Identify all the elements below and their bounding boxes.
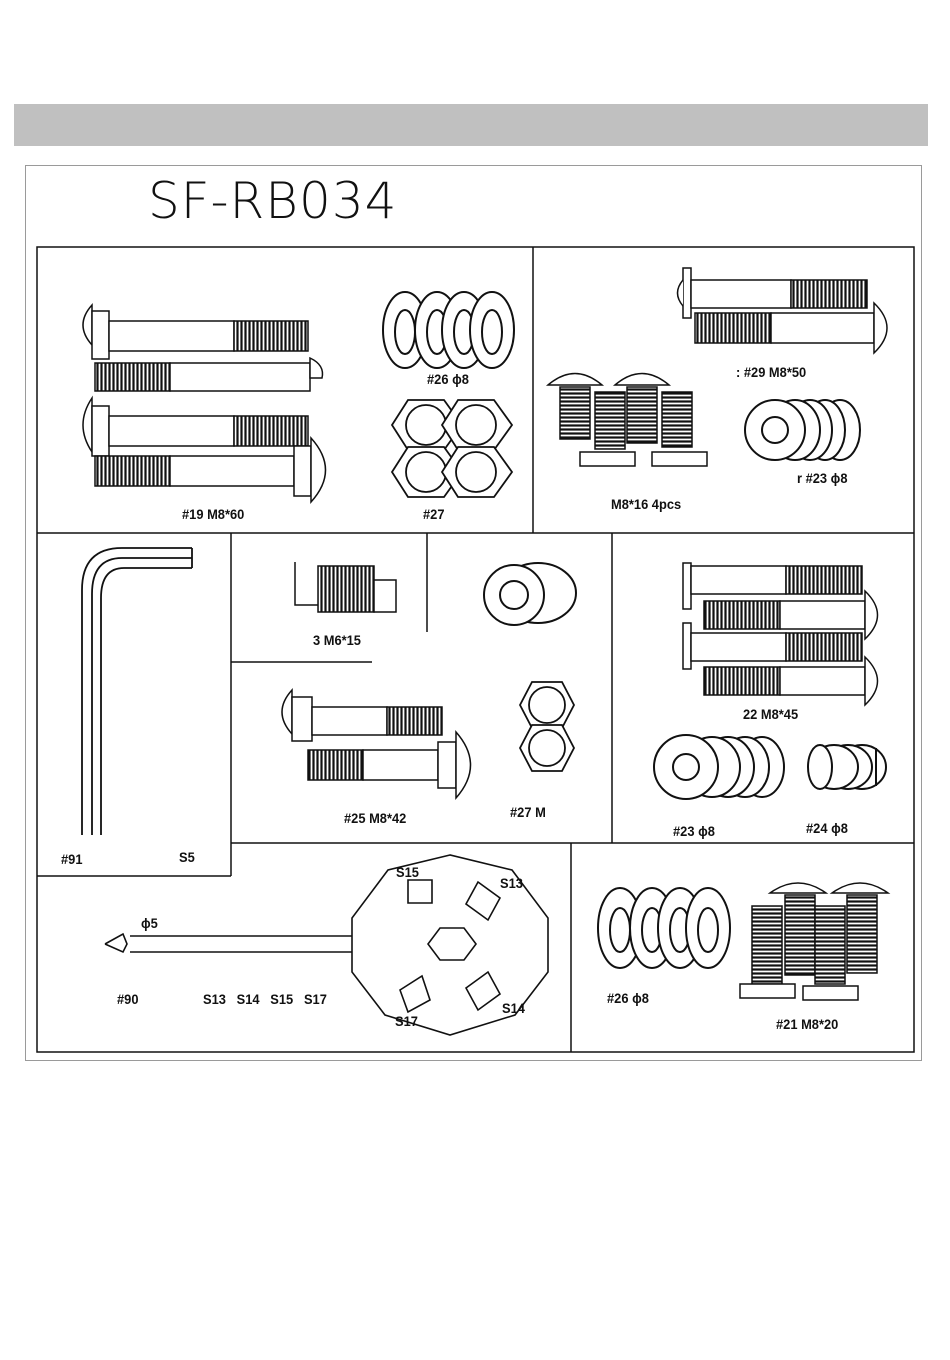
hex-nuts-27-b — [520, 682, 574, 771]
flat-washers-23-b — [654, 735, 784, 799]
label-s13: S13 — [500, 875, 523, 891]
label-screw-16: M8*16 4pcs — [611, 496, 681, 512]
label-screw-21: #21 M8*20 — [776, 1016, 838, 1032]
label-bolt-25: #25 M8*42 — [344, 810, 406, 826]
flat-washers-mid — [484, 563, 576, 625]
label-s14: S14 — [502, 1000, 525, 1016]
pan-screws-16 — [548, 374, 707, 467]
hex-nuts-27-a — [392, 400, 512, 497]
bolts-22 — [683, 563, 878, 705]
label-phi-5: ϕ5 — [141, 915, 158, 931]
label-bolt-19: #19 M8*60 — [182, 506, 244, 522]
bolt-29-b — [695, 303, 887, 353]
label-allen-91: #91 — [61, 851, 82, 867]
label-washer-23-b: #23 ϕ8 — [673, 823, 715, 839]
lock-washers-26-b — [598, 888, 730, 968]
carriage-bolt-19-d — [95, 438, 326, 502]
label-washer-26-b: #26 ϕ8 — [607, 990, 649, 1006]
label-allen-s5: S5 — [179, 849, 195, 865]
label-tool-90: #90 — [117, 991, 138, 1007]
label-screw-m6: 3 M6*15 — [313, 632, 361, 648]
allen-key-s5 — [82, 548, 192, 835]
label-nut-27-a: #27 — [423, 506, 444, 522]
carriage-bolt-25-a — [282, 690, 442, 741]
bolt-29-a — [678, 268, 868, 318]
carriage-bolt-19-b — [95, 358, 323, 391]
label-washer-23-a: r #23 ϕ8 — [797, 470, 847, 486]
label-wrench-sizes: S13 S14 S15 S17 — [203, 991, 327, 1007]
lock-washers-26-a — [383, 292, 514, 368]
label-washer-26-a: #26 ϕ8 — [427, 371, 469, 387]
label-washer-24: #24 ϕ8 — [806, 820, 848, 836]
label-bolt-29: : #29 M8*50 — [736, 364, 806, 380]
label-bolt-22: 22 M8*45 — [743, 706, 798, 722]
carriage-bolt-19-c — [83, 398, 308, 456]
socket-screw-m6 — [295, 562, 396, 612]
carriage-bolt-19-a — [83, 305, 308, 359]
label-s15: S15 — [396, 864, 419, 880]
flat-washers-23-a — [745, 400, 860, 460]
carriage-bolt-25-b — [308, 732, 471, 798]
label-nut-27-b: #27 M — [510, 804, 546, 820]
star-wrench-90 — [105, 855, 548, 1035]
label-s17: S17 — [395, 1013, 418, 1029]
spring-washers-24 — [808, 745, 886, 789]
pan-screws-21 — [740, 883, 888, 1000]
